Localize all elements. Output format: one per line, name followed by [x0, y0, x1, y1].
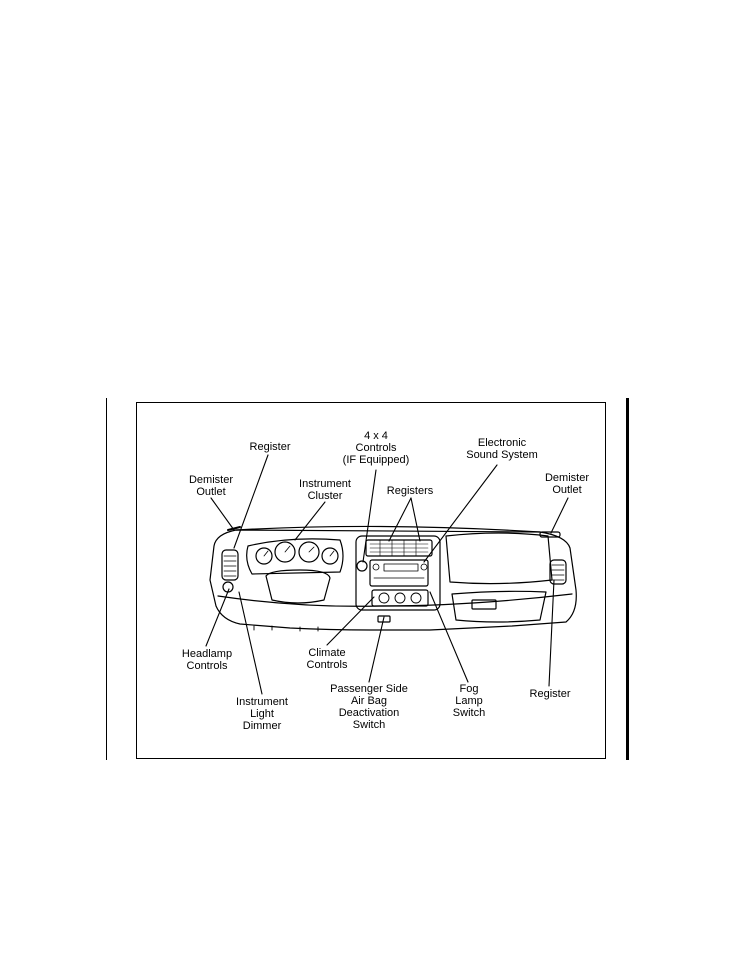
label-register-top: Register: [250, 441, 291, 453]
label-demister-outlet-right: Demister Outlet: [545, 472, 589, 496]
label-instrument-light-dimmer: Instrument Light Dimmer: [236, 696, 288, 732]
label-registers: Registers: [387, 485, 433, 497]
label-demister-outlet-left: Demister Outlet: [189, 474, 233, 498]
climate-control-panel: [372, 590, 428, 606]
label-4x4-controls: 4 x 4 Controls (IF Equipped): [343, 430, 410, 466]
label-climate-controls: Climate Controls: [307, 647, 348, 671]
label-electronic-sound-system: Electronic Sound System: [466, 437, 538, 461]
label-register-right: Register: [530, 688, 571, 700]
left-register-vent: [222, 550, 238, 580]
glove-box: [452, 591, 546, 622]
instrument-cluster-housing: [247, 539, 343, 574]
dashboard-outline: [210, 530, 576, 630]
passenger-panel: [446, 533, 552, 584]
label-instrument-cluster: Instrument Cluster: [299, 478, 351, 502]
label-passenger-airbag-switch: Passenger Side Air Bag Deactivation Swit…: [330, 683, 408, 731]
label-headlamp-controls: Headlamp Controls: [182, 648, 232, 672]
label-fog-lamp-switch: Fog Lamp Switch: [453, 683, 485, 719]
four-by-four-knob: [357, 561, 367, 571]
steering-column: [266, 570, 330, 603]
